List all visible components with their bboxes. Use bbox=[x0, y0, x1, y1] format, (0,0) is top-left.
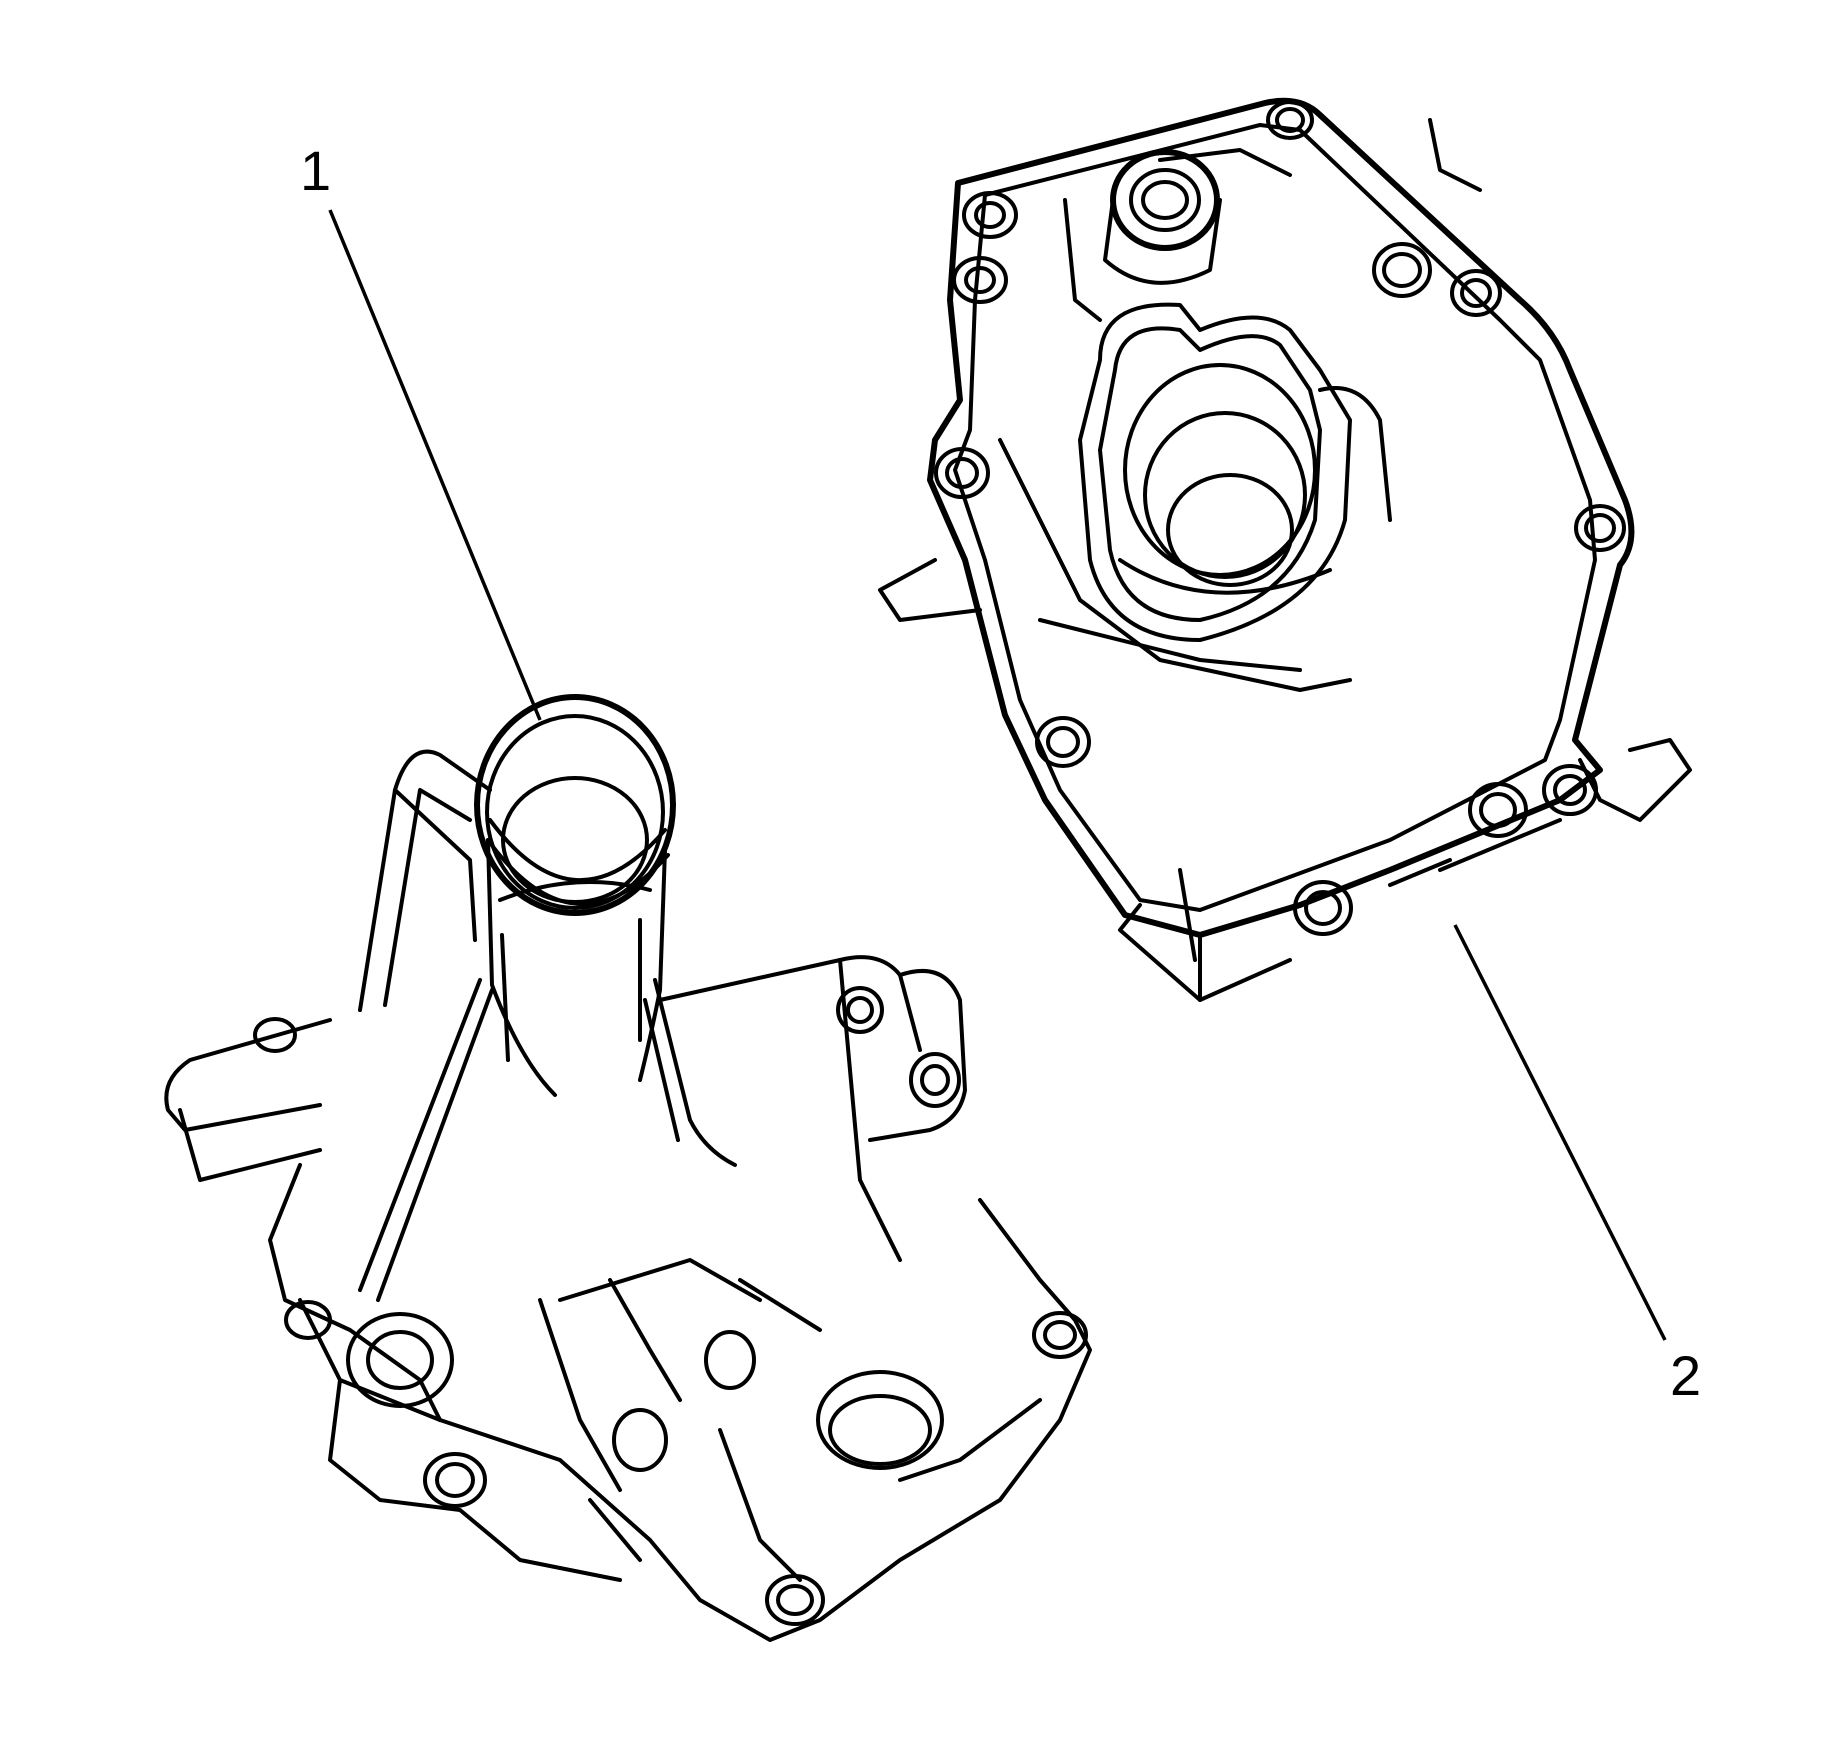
callout-2: 2 bbox=[1453, 924, 1701, 1407]
callout-2-number: 2 bbox=[1670, 1344, 1701, 1407]
part-1-extension-housing bbox=[164, 694, 1092, 1642]
callout-1-leader-line bbox=[328, 209, 542, 721]
callout-1: 1 bbox=[300, 139, 542, 721]
callout-1-number: 1 bbox=[300, 139, 331, 202]
part-2-adapter-plate bbox=[878, 97, 1692, 1002]
callout-2-leader-line bbox=[1453, 924, 1667, 1341]
